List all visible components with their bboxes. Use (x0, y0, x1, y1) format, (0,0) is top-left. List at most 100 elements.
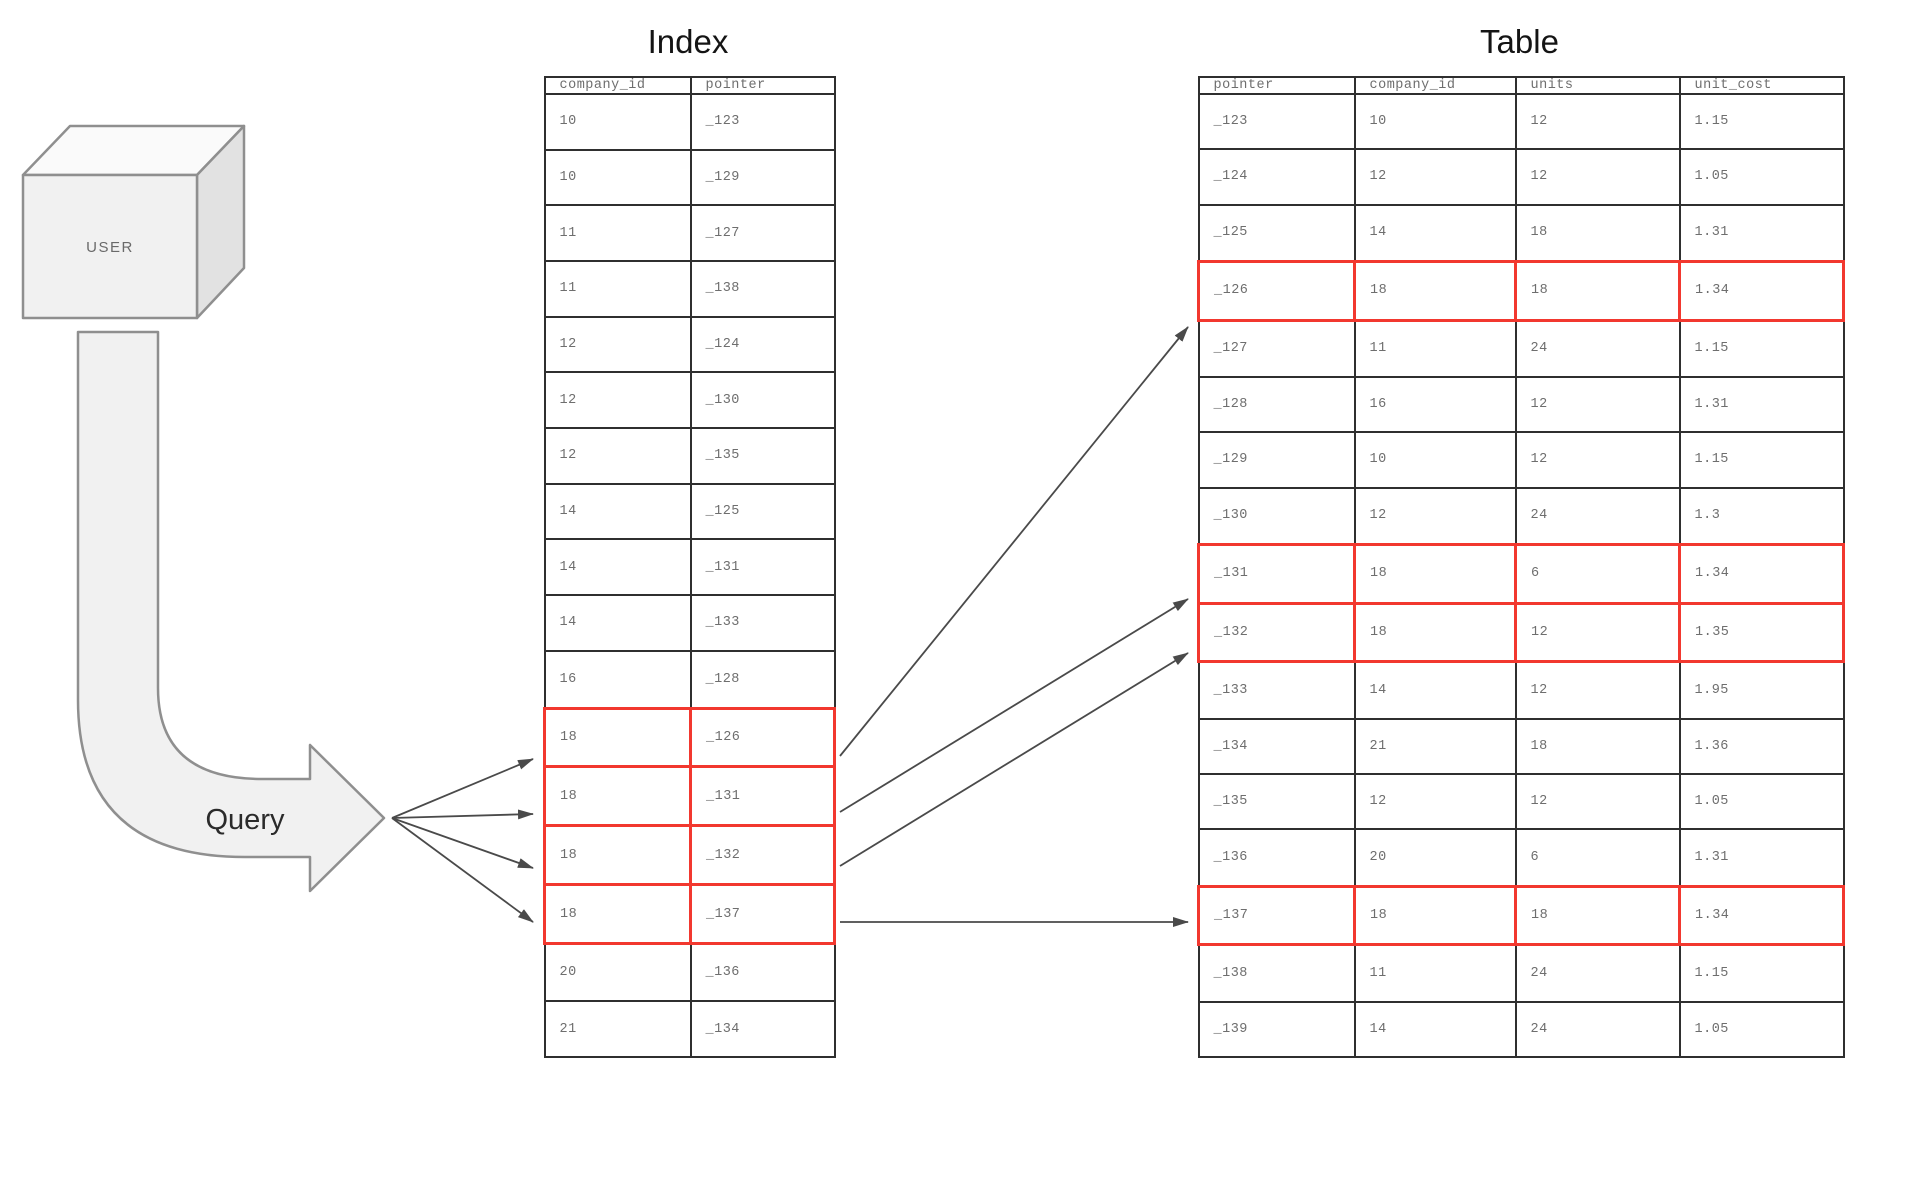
cell-pointer: _138 (1197, 943, 1356, 1003)
cell-company-id: 21 (543, 1000, 692, 1058)
col-header-pointer: pointer (1197, 76, 1356, 95)
table-row: 12_124 (543, 315, 836, 374)
cell-pointer: _137 (1197, 884, 1356, 947)
cell-company-id: 18 (543, 883, 692, 946)
cell-pointer: _134 (1197, 717, 1356, 775)
cell-units: 24 (1514, 319, 1681, 378)
col-header-unit-cost: unit_cost (1678, 76, 1845, 95)
fan-arrow-to-126 (391, 758, 534, 819)
cell-pointer: _133 (1197, 660, 1356, 720)
cell-unit-cost: 1.05 (1678, 148, 1845, 206)
table-row: 14_131 (543, 538, 836, 597)
cell-pointer: _130 (1197, 486, 1356, 546)
cell-unit-cost: 1.15 (1678, 943, 1845, 1003)
cell-unit-cost: 1.36 (1678, 717, 1845, 775)
cell-pointer: _125 (1197, 203, 1356, 263)
cell-unit-cost: 1.15 (1678, 92, 1845, 151)
table-row: 11_138 (543, 260, 836, 318)
cell-company-id: 11 (1353, 943, 1517, 1003)
cell-company-id: 12 (543, 427, 692, 485)
cell-pointer: _131 (689, 538, 836, 597)
cell-company-id: 11 (543, 204, 692, 263)
cell-units: 12 (1514, 375, 1681, 434)
cell-pointer: _137 (689, 883, 836, 946)
cell-unit-cost: 1.15 (1678, 319, 1845, 378)
cell-pointer: _138 (689, 260, 836, 318)
cell-units: 18 (1514, 260, 1681, 322)
cell-company-id: 16 (1353, 375, 1517, 434)
cell-company-id: 10 (1353, 92, 1517, 151)
cell-pointer: _139 (1197, 1000, 1356, 1058)
cell-unit-cost: 1.31 (1678, 828, 1845, 888)
cell-unit-cost: 1.31 (1678, 375, 1845, 434)
index-title: Index (647, 23, 729, 60)
fan-arrow-to-137 (391, 817, 534, 923)
cell-unit-cost: 1.05 (1678, 772, 1845, 831)
cell-company-id: 18 (1353, 543, 1517, 605)
cell-pointer: _131 (689, 765, 836, 828)
cell-units: 12 (1514, 772, 1681, 831)
cell-unit-cost: 1.34 (1678, 543, 1845, 605)
cell-company-id: 10 (543, 93, 692, 151)
cell-pointer: _135 (1197, 772, 1356, 831)
cell-pointer: _125 (689, 482, 836, 541)
index-to-table-arrows (839, 326, 1189, 927)
col-header-company-id: company_id (543, 76, 692, 95)
cell-pointer: _128 (1197, 375, 1356, 434)
cell-unit-cost: 1.05 (1678, 1000, 1845, 1058)
cell-pointer: _128 (689, 649, 836, 710)
cell-company-id: 12 (1353, 772, 1517, 831)
cell-company-id: 18 (1353, 884, 1517, 947)
user-cube-front-face (21, 173, 199, 320)
col-header-units: units (1514, 76, 1681, 95)
cell-units: 12 (1514, 601, 1681, 664)
table-row: 11_127 (543, 204, 836, 263)
cell-company-id: 20 (1353, 828, 1517, 888)
cell-company-id: 18 (1353, 601, 1517, 664)
data-table-header: pointer company_id units unit_cost (1197, 76, 1845, 95)
query-label: Query (206, 804, 285, 836)
table-row: 12_135 (543, 427, 836, 485)
cell-company-id: 18 (543, 765, 692, 828)
user-label: USER (86, 239, 134, 256)
table-row: 18_137 (543, 883, 836, 946)
table-row: 14_133 (543, 594, 836, 652)
cell-pointer: _132 (689, 824, 836, 887)
table-row: 18_131 (543, 765, 836, 828)
pointer-arrow-126 (839, 326, 1189, 757)
cell-company-id: 14 (1353, 660, 1517, 720)
cell-company-id: 14 (543, 594, 692, 652)
cell-company-id: 18 (1353, 260, 1517, 322)
cell-pointer: _132 (1197, 601, 1356, 664)
cell-units: 24 (1514, 943, 1681, 1003)
cell-units: 6 (1514, 828, 1681, 888)
cell-pointer: _124 (689, 315, 836, 374)
table-title: Table (1480, 23, 1559, 60)
table-row: 10_129 (543, 148, 836, 207)
cell-company-id: 10 (1353, 431, 1517, 489)
cell-company-id: 12 (1353, 148, 1517, 206)
cell-units: 12 (1514, 148, 1681, 206)
cell-unit-cost: 1.34 (1678, 260, 1845, 322)
cell-unit-cost: 1.35 (1678, 601, 1845, 664)
cell-units: 12 (1514, 92, 1681, 151)
cell-pointer: _123 (689, 93, 836, 151)
cell-unit-cost: 1.95 (1678, 660, 1845, 720)
cell-pointer: _124 (1197, 148, 1356, 206)
cell-company-id: 11 (1353, 319, 1517, 378)
cell-company-id: 18 (543, 706, 692, 769)
